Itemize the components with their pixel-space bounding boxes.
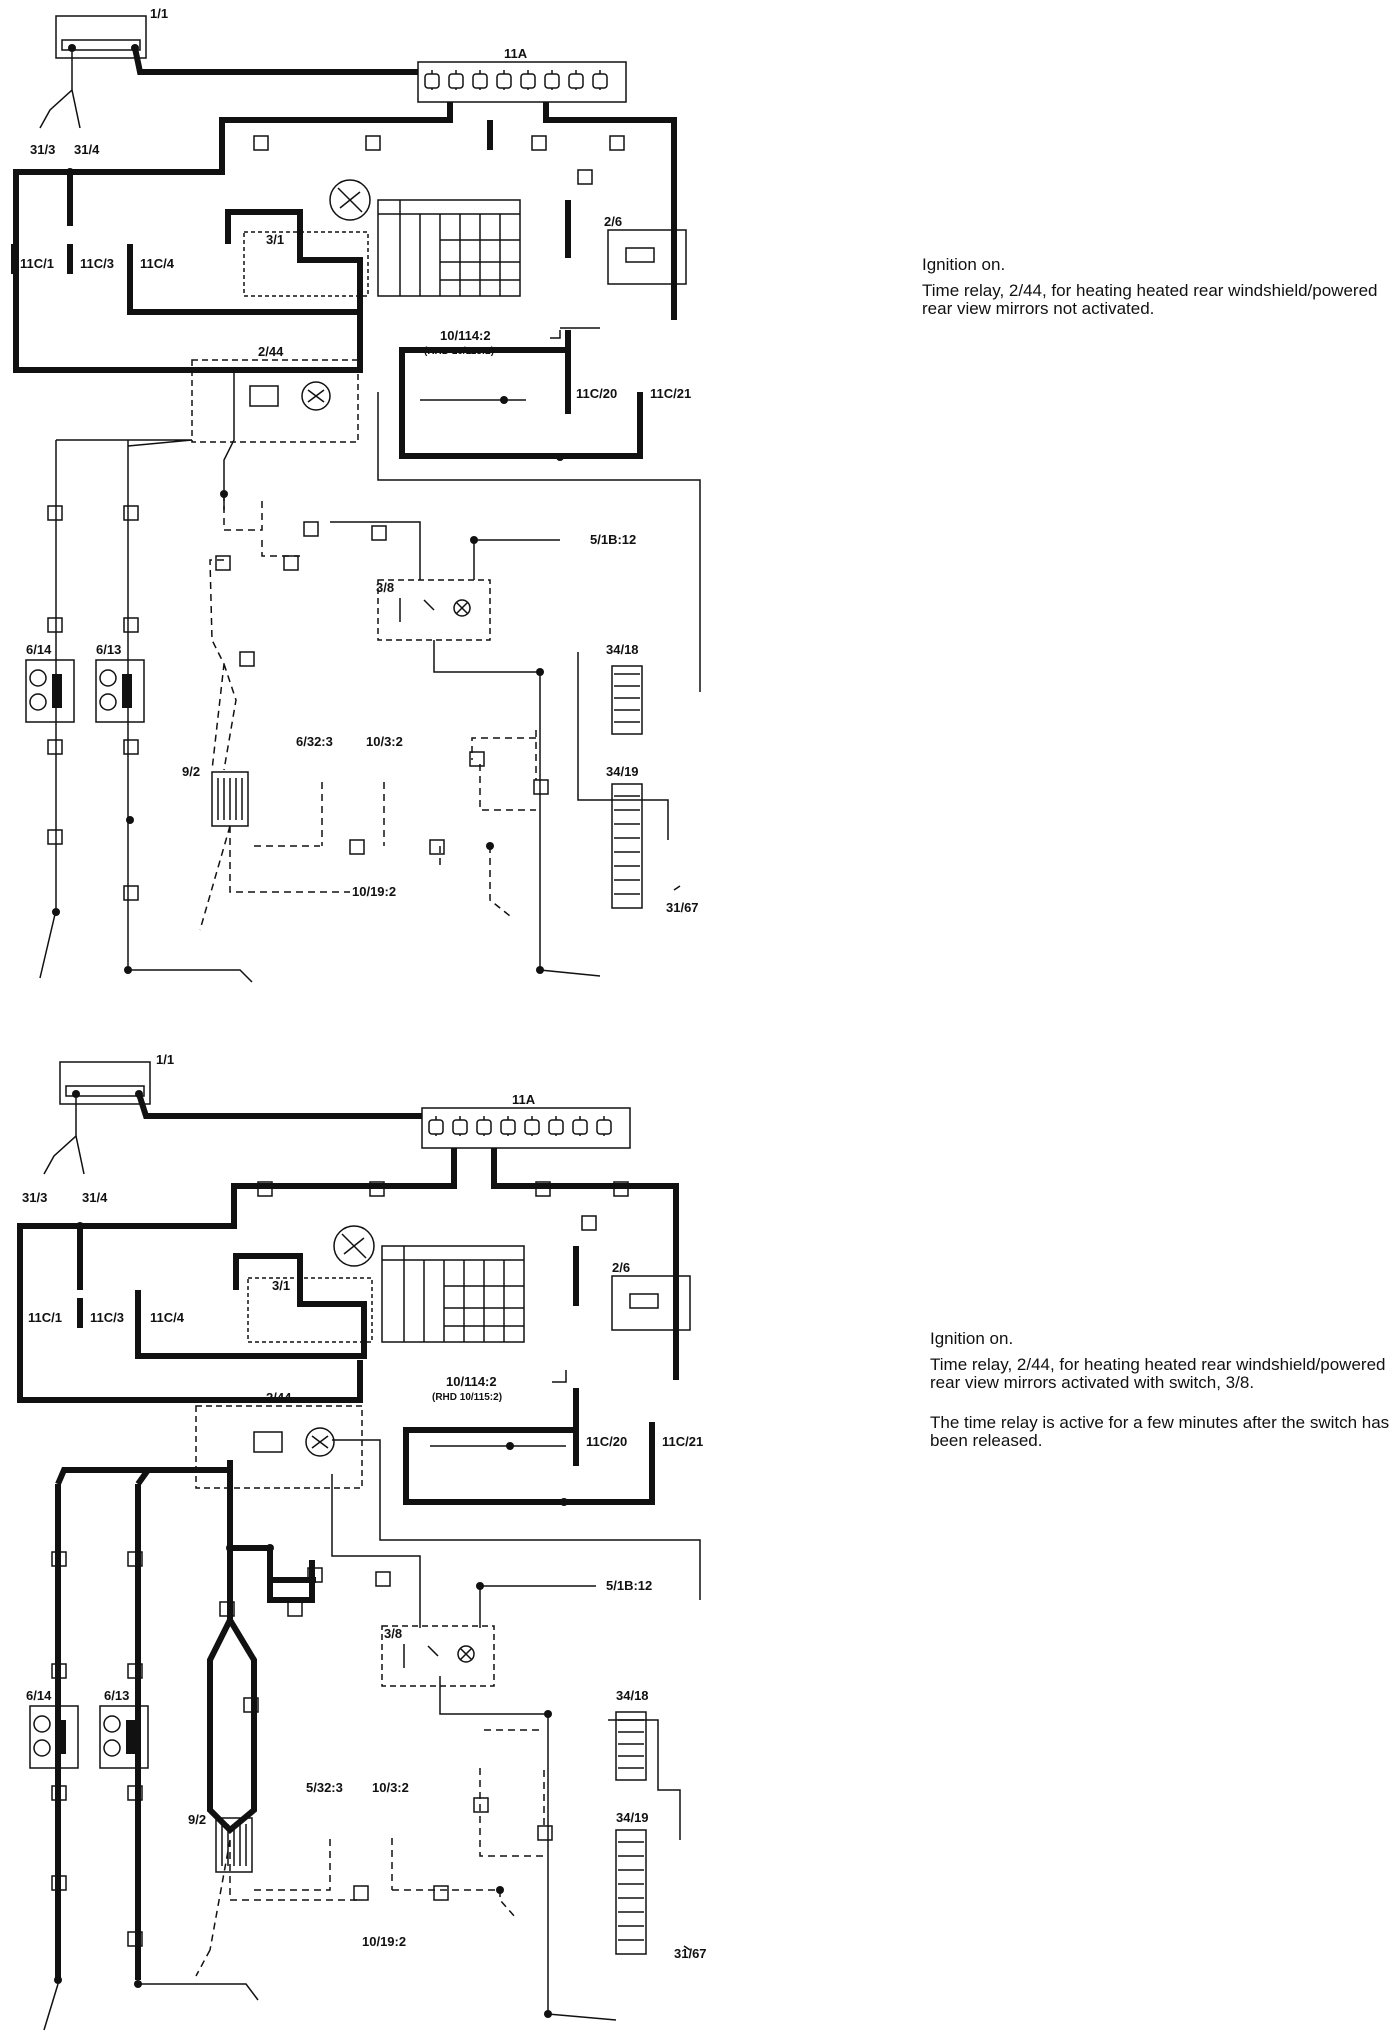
label-11c1-b: 11C/1 <box>28 1310 62 1325</box>
label-3-1: 3/1 <box>266 232 284 247</box>
label-11c3: 11C/3 <box>80 256 114 271</box>
label-3-8-b: 3/8 <box>384 1626 402 1641</box>
label-31-3-b: 31/3 <box>22 1190 47 1205</box>
diagram-top: 1/1 11A 31/3 31/4 3/1 2/6 11C/1 11C/3 11… <box>11 6 701 983</box>
label-10-3-b: 10/3:2 <box>372 1780 409 1795</box>
label-6-13: 6/13 <box>96 642 121 657</box>
label-34-18-b: 34/18 <box>616 1688 649 1703</box>
label-11c4: 11C/4 <box>140 256 175 271</box>
note-bottom: Ignition on. Time relay, 2/44, for heati… <box>930 1330 1390 1458</box>
label-5-32-b: 5/32:3 <box>306 1780 343 1795</box>
label-34-18: 34/18 <box>606 642 639 657</box>
note-top-line2: Time relay, 2/44, for heating heated rea… <box>922 281 1378 318</box>
label-1-1: 1/1 <box>150 6 168 21</box>
note-bottom-line1: Ignition on. <box>930 1329 1014 1348</box>
label-11c4-b: 11C/4 <box>150 1310 185 1325</box>
label-1-1-b: 1/1 <box>156 1052 174 1067</box>
label-5-1b-b: 5/1B:12 <box>606 1578 652 1593</box>
label-11c3-b: 11C/3 <box>90 1310 124 1325</box>
label-10-3: 10/3:2 <box>366 734 403 749</box>
label-11a-b: 11A <box>512 1092 536 1107</box>
label-31-3: 31/3 <box>30 142 55 157</box>
label-rhd: (RHD 10/115:2) <box>424 346 494 357</box>
label-11a: 11A <box>504 46 528 61</box>
label-10-19: 10/19:2 <box>352 884 396 899</box>
label-5-1b: 5/1B:12 <box>590 532 636 547</box>
label-31-4: 31/4 <box>74 142 100 157</box>
label-31-67-b: 31/67 <box>674 1946 707 1961</box>
note-top-line1: Ignition on. <box>922 255 1006 274</box>
note-top: Ignition on. Time relay, 2/44, for heati… <box>922 256 1382 326</box>
label-2-6-b: 2/6 <box>612 1260 630 1275</box>
label-6-14: 6/14 <box>26 642 52 657</box>
label-31-67: 31/67 <box>666 900 699 915</box>
label-3-8: 3/8 <box>376 580 394 595</box>
label-34-19-b: 34/19 <box>616 1810 649 1825</box>
diagram-bottom: 1/1 11A 31/3 31/4 3/1 2/6 11C/1 11C/3 11… <box>17 1052 707 2031</box>
label-10-19-b: 10/19:2 <box>362 1934 406 1949</box>
label-11c21-b: 11C/21 <box>662 1434 703 1449</box>
label-3-1-b: 3/1 <box>272 1278 290 1293</box>
note-bottom-line2: Time relay, 2/44, for heating heated rea… <box>930 1355 1386 1392</box>
label-31-4-b: 31/4 <box>82 1190 108 1205</box>
label-2-44-b: 2/44 <box>266 1390 292 1405</box>
label-11c1: 11C/1 <box>20 256 54 271</box>
label-6-14-b: 6/14 <box>26 1688 52 1703</box>
label-11c21: 11C/21 <box>650 386 691 401</box>
label-9-2: 9/2 <box>182 764 200 779</box>
label-6-32: 6/32:3 <box>296 734 333 749</box>
label-11c20-b: 11C/20 <box>586 1434 627 1449</box>
label-rhd-b: (RHD 10/115:2) <box>432 1392 502 1403</box>
label-6-13-b: 6/13 <box>104 1688 129 1703</box>
label-9-2-b: 9/2 <box>188 1812 206 1827</box>
label-2-44: 2/44 <box>258 344 284 359</box>
label-34-19: 34/19 <box>606 764 639 779</box>
label-11c20: 11C/20 <box>576 386 617 401</box>
label-2-6: 2/6 <box>604 214 622 229</box>
note-bottom-line3: The time relay is active for a few minut… <box>930 1413 1390 1450</box>
label-10-114-b: 10/114:2 <box>446 1374 497 1389</box>
label-10-114: 10/114:2 <box>440 328 491 343</box>
